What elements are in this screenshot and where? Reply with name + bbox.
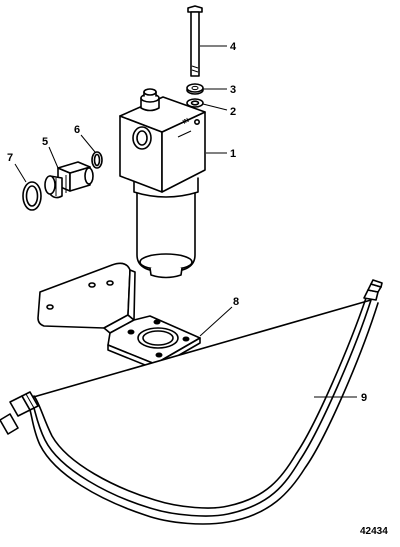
part-9-hose xyxy=(0,279,383,525)
callout-8: 8 xyxy=(233,296,239,308)
part-2-washer xyxy=(186,98,204,108)
leader-7 xyxy=(14,163,27,183)
part-7-o-ring xyxy=(22,181,42,211)
leader-6 xyxy=(80,134,96,153)
callout-9: 9 xyxy=(361,392,367,404)
callout-7: 7 xyxy=(7,152,13,164)
leader-8 xyxy=(199,306,233,337)
housing-marking-text: IN xyxy=(182,118,190,126)
part-8-mounting-bracket xyxy=(37,262,201,370)
leader-lines xyxy=(14,45,357,398)
callout-6: 6 xyxy=(74,124,80,136)
callout-4: 4 xyxy=(230,41,237,53)
leader-2 xyxy=(202,103,228,111)
part-5-fitting xyxy=(44,161,94,199)
callout-3: 3 xyxy=(230,84,236,96)
part-6-o-ring xyxy=(91,151,103,169)
part-1-filter-assembly: IN xyxy=(119,88,206,279)
callout-2: 2 xyxy=(230,106,236,118)
leader-5 xyxy=(48,146,59,169)
callout-1: 1 xyxy=(230,148,236,160)
callout-5: 5 xyxy=(42,136,48,148)
callout-labels: 1 2 3 4 5 6 7 8 9 xyxy=(7,41,367,404)
figure-number: 42434 xyxy=(360,526,388,537)
part-3-nut xyxy=(186,83,204,95)
part-4-bolt xyxy=(187,5,203,77)
